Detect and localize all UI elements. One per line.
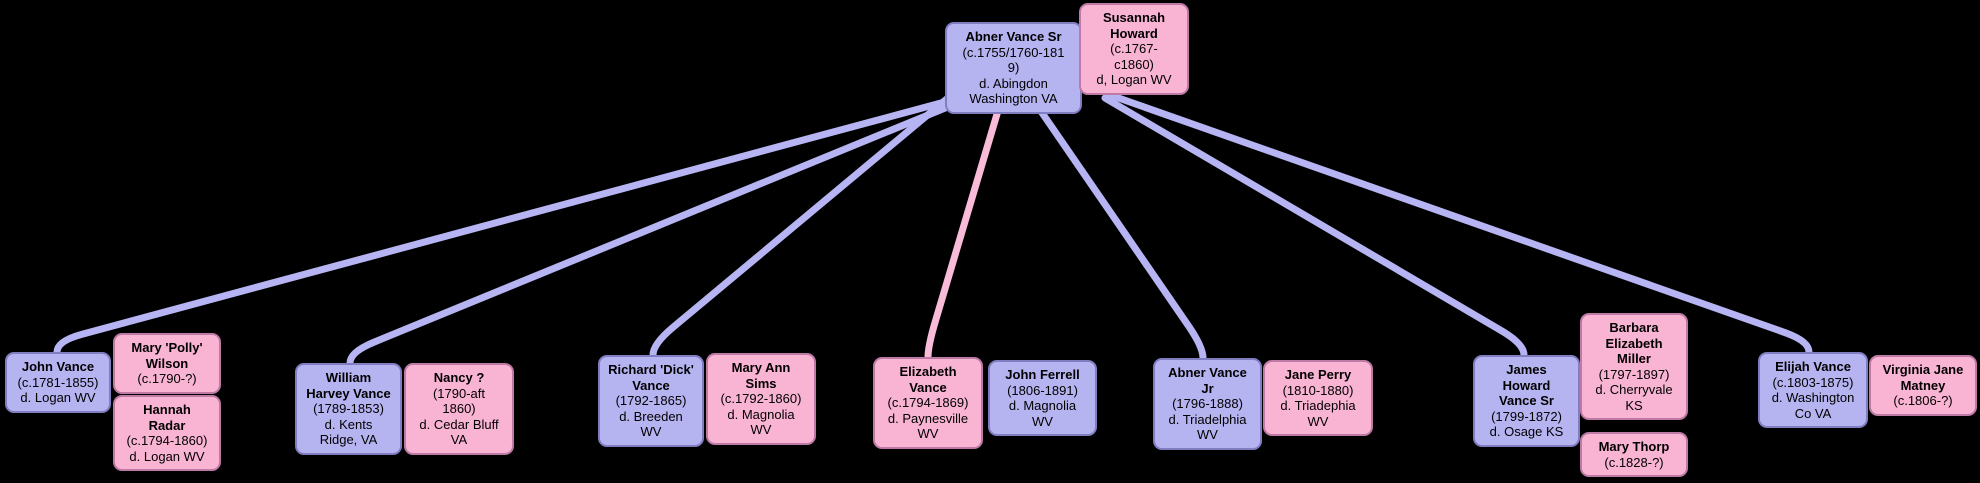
person-box-susannah-howard[interactable]: Susannah Howard(c.1767- c1860) d, Logan … [1079,3,1189,95]
person-box-mary-polly-wilson[interactable]: Mary 'Polly' Wilson(c.1790-?) [113,333,221,394]
person-box-james-howard-vance-sr[interactable]: James Howard Vance Sr(1799-1872) d. Osag… [1473,355,1580,447]
person-box-hannah-radar[interactable]: Hannah Radar(c.1794-1860) d. Logan WV [113,395,221,471]
person-name: Barbara Elizabeth Miller [1605,320,1663,366]
person-box-virginia-jane-matney[interactable]: Virginia Jane Matney(c.1806-?) [1869,355,1977,416]
person-box-richard-dick-vance[interactable]: Richard 'Dick' Vance(1792-1865) d. Breed… [598,355,704,447]
person-details: (1792-1865) d. Breeden WV [615,393,687,439]
person-name: John Vance [21,359,95,374]
person-details: (c.1792-1860) d. Magnolia WV [720,391,802,437]
person-details: (c.1794-1860) d. Logan WV [126,433,208,464]
person-name: Hannah Radar [143,402,191,433]
person-details: (c.1806-?) [1893,393,1953,408]
person-box-abner-vance-jr[interactable]: Abner Vance Jr(1796-1888) d. Triadelphia… [1153,358,1262,450]
person-name: James Howard Vance Sr [1499,362,1554,408]
person-box-elizabeth-vance[interactable]: Elizabeth Vance(c.1794-1869) d. Paynesvi… [873,357,983,449]
person-details: (1789-1853) d. Kents Ridge, VA [313,401,384,447]
person-details: (1790-aft 1860) d. Cedar Bluff VA [419,385,499,448]
person-name: Richard 'Dick' Vance [608,362,694,393]
person-name: Elizabeth Vance [899,364,957,395]
person-name: William Harvey Vance [306,370,391,401]
edge-abner-vance-sr-to-elizabeth-vance [924,100,1004,361]
person-box-jane-perry[interactable]: Jane Perry(1810-1880) d. Triadephia WV [1263,360,1373,436]
person-name: Mary Thorp [1598,439,1670,454]
edge-abner-vance-sr-to-john-vance [53,96,956,356]
person-details: (c.1755/1760-181 9) d. Abingdon Washingt… [962,44,1065,107]
person-name: Elijah Vance [1775,359,1851,374]
person-details: (c.1803-1875) d. Washington Co VA [1771,374,1855,421]
person-details: (1799-1872) d. Osage KS [1489,408,1564,440]
person-details: (1806-1891) d. Magnolia WV [1007,382,1078,429]
person-details: (1810-1880) d. Triadephia WV [1280,382,1356,429]
edge-abner-vance-sr-to-abner-vance-jr [1032,100,1207,362]
person-box-abner-vance-sr[interactable]: Abner Vance Sr(c.1755/1760-181 9) d. Abi… [945,22,1082,114]
person-name: John Ferrell [1005,367,1080,382]
person-details: (c.1794-1869) d. Paynesville WV [887,395,969,441]
person-box-william-harvey-vance[interactable]: William Harvey Vance(1789-1853) d. Kents… [295,363,402,455]
person-name: Mary Ann Sims [731,360,791,391]
person-name: Abner Vance Jr [1168,365,1247,396]
person-box-elijah-vance[interactable]: Elijah Vance(c.1803-1875) d. Washington … [1758,352,1868,428]
edge-abner-vance-sr-to-william-harvey-vance [346,100,959,367]
person-box-nancy-unknown[interactable]: Nancy ?(1790-aft 1860) d. Cedar Bluff VA [404,363,514,455]
edge-abner-vance-sr-to-richard-dick-vance [649,94,952,359]
person-details: (1797-1897) d. Cherryvale KS [1595,366,1673,413]
person-name: Jane Perry [1284,367,1352,382]
person-box-mary-thorp[interactable]: Mary Thorp(c.1828-?) [1580,432,1688,477]
person-box-john-ferrell[interactable]: John Ferrell(1806-1891) d. Magnolia WV [988,360,1097,436]
person-details: (c.1790-?) [137,371,197,386]
person-details: (c.1781-1855) d. Logan WV [17,374,99,406]
person-box-mary-ann-sims[interactable]: Mary Ann Sims(c.1792-1860) d. Magnolia W… [706,353,816,445]
edge-abner-vance-sr-to-james-howard-vance-sr [1101,94,1528,359]
person-name: Abner Vance Sr [965,29,1062,44]
person-details: (c.1828-?) [1604,454,1664,470]
person-box-john-vance[interactable]: John Vance(c.1781-1855) d. Logan WV [5,352,111,413]
person-name: Susannah Howard [1102,10,1166,41]
person-name: Virginia Jane Matney [1882,362,1964,393]
person-details: (1796-1888) d. Triadelphia WV [1168,396,1247,442]
person-name: Nancy ? [433,370,485,385]
edge-abner-vance-sr-to-elijah-vance [1106,91,1813,356]
person-name: Mary 'Polly' Wilson [131,340,203,371]
person-details: (c.1767- c1860) d, Logan WV [1096,41,1172,87]
person-box-barbara-elizabeth-miller[interactable]: Barbara Elizabeth Miller(1797-1897) d. C… [1580,313,1688,420]
